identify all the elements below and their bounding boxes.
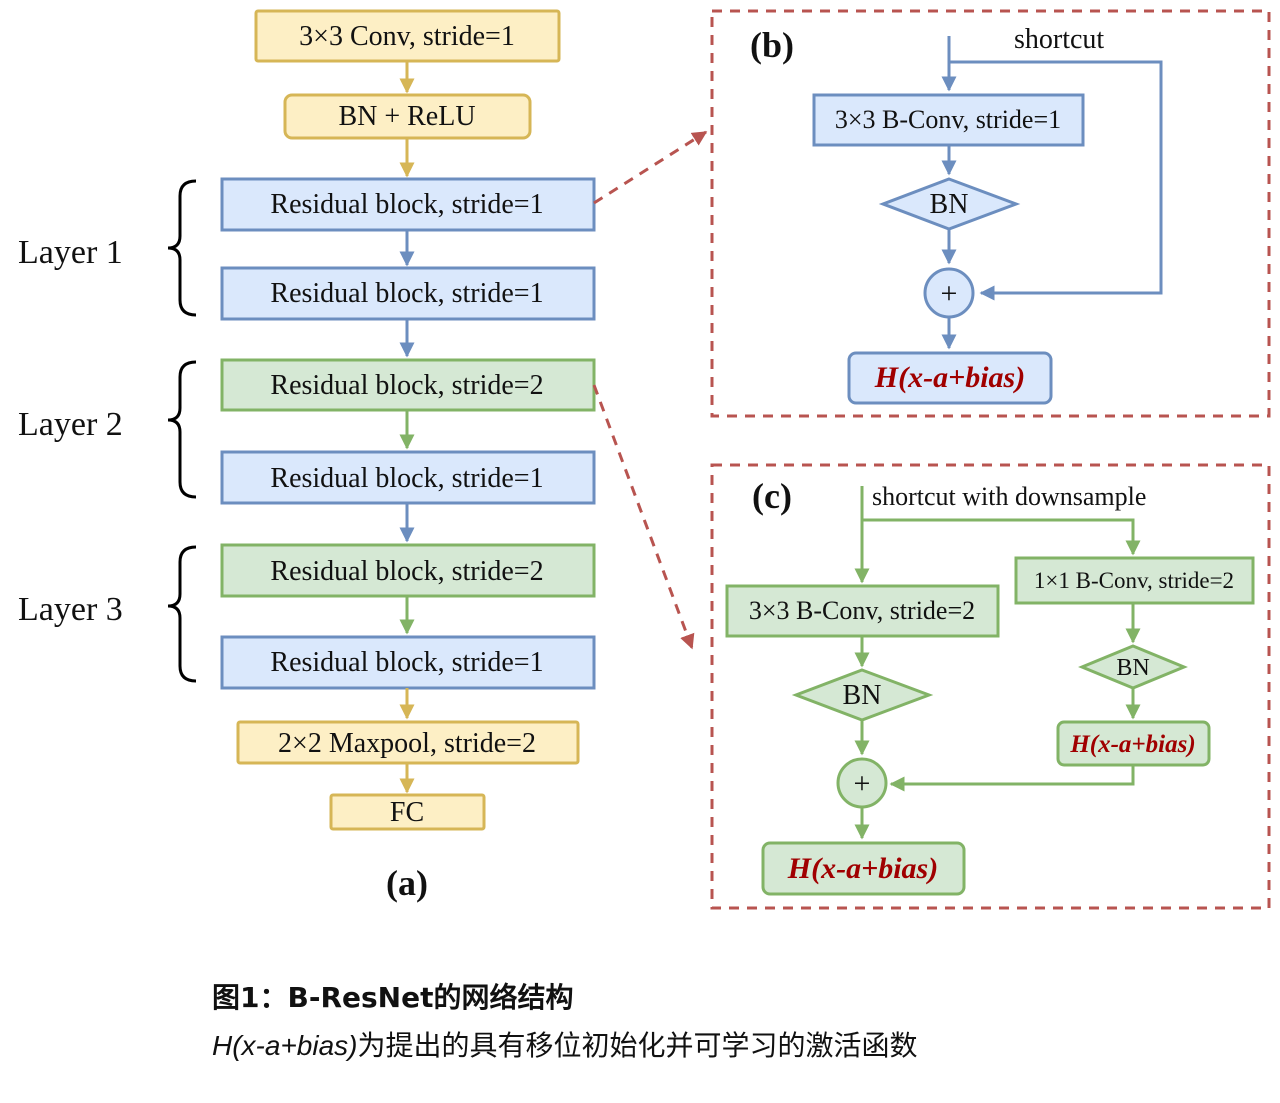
conv-block-label: 3×3 Conv, stride=1 (299, 21, 515, 52)
panel-c-label: (c) (752, 476, 792, 516)
shortcut-path (862, 518, 1141, 556)
bconv-label: 3×3 B-Conv, stride=1 (835, 105, 1061, 134)
residual-block: Residual block, stride=1 (220, 266, 596, 321)
maxpool-label: 2×2 Maxpool, stride=2 (278, 728, 536, 759)
residual-block: Residual block, stride=1 (220, 450, 596, 505)
add-label: + (941, 277, 958, 310)
figure-caption-description: H(x-a+bias)为提出的具有移位初始化并可学习的激活函数 (212, 1024, 918, 1064)
layer-label: Layer 2 (18, 406, 123, 443)
residual-block: Residual block, stride=1 (220, 635, 596, 690)
main-bconv-block: 3×3 B-Conv, stride=2 (725, 584, 1000, 638)
shortcut-merge-path (889, 765, 1135, 792)
residual-block-label: Residual block, stride=1 (270, 647, 543, 678)
residual-block: Residual block, stride=2 (220, 358, 596, 412)
short-bconv-block: 1×1 B-Conv, stride=2 (1014, 556, 1255, 605)
bn-relu-label: BN + ReLU (338, 101, 475, 132)
short-activation-label: H(x-a+bias) (1069, 731, 1195, 758)
residual-block: Residual block, stride=1 (220, 177, 596, 232)
panel-c: (c) shortcut with downsample 3×3 B-Conv,… (710, 463, 1271, 910)
residual-block-label: Residual block, stride=1 (270, 463, 543, 494)
layer-1: Layer 1 Residual block, stride=1 Residua… (18, 177, 596, 321)
bn-node: BN (878, 177, 1021, 231)
add-label: + (854, 767, 871, 800)
panel-b-frame (710, 9, 1271, 418)
add-node: + (836, 757, 888, 809)
layer-label: Layer 1 (18, 234, 123, 271)
panel-c-frame (710, 463, 1271, 910)
panel-a: 3×3 Conv, stride=1 BN + ReLU Layer 1 Res… (18, 9, 596, 903)
caption-formula: H(x-a+bias) (212, 1030, 358, 1061)
layer-3: Layer 3 Residual block, stride=2 Residua… (18, 543, 596, 690)
callout-arrow-c (592, 384, 695, 650)
brace (167, 360, 197, 499)
brace (167, 545, 197, 683)
activation-label: H(x-a+bias) (874, 361, 1025, 394)
short-bn-node: BN (1078, 644, 1188, 690)
main-activation-block: H(x-a+bias) (761, 841, 966, 896)
activation-block: H(x-a+bias) (847, 351, 1053, 405)
figure-caption-title: 图1：B-ResNet的网络结构 (212, 981, 574, 1014)
shortcut-label: shortcut with downsample (872, 482, 1146, 511)
panel-b: (b) shortcut 3×3 B-Conv, stride=1 BN + H… (710, 9, 1271, 418)
main-bn-label: BN (843, 680, 882, 711)
main-bconv-label: 3×3 B-Conv, stride=2 (749, 596, 975, 625)
bn-label: BN (930, 189, 969, 220)
main-bn-node: BN (791, 668, 934, 722)
residual-block-label: Residual block, stride=2 (270, 370, 543, 401)
short-activation-block: H(x-a+bias) (1056, 720, 1211, 767)
callout-arrow-b (593, 130, 708, 205)
short-bn-label: BN (1116, 655, 1149, 681)
residual-block: Residual block, stride=2 (220, 543, 596, 598)
shortcut-path (949, 60, 1163, 301)
panel-a-label: (a) (386, 863, 428, 903)
residual-block-label: Residual block, stride=1 (270, 278, 543, 309)
fc-label: FC (390, 797, 424, 828)
layer-label: Layer 3 (18, 591, 123, 628)
caption-text: 为提出的具有移位初始化并可学习的激活函数 (357, 1029, 918, 1062)
layer-2: Layer 2 Residual block, stride=2 Residua… (18, 358, 596, 505)
add-node: + (923, 267, 975, 319)
residual-block-label: Residual block, stride=1 (270, 189, 543, 220)
shortcut-label: shortcut (1014, 24, 1104, 55)
main-activation-label: H(x-a+bias) (787, 852, 938, 885)
panel-b-label: (b) (750, 25, 794, 65)
short-bconv-label: 1×1 B-Conv, stride=2 (1034, 568, 1234, 593)
bconv-block: 3×3 B-Conv, stride=1 (812, 93, 1085, 147)
conv-block: 3×3 Conv, stride=1 (254, 9, 561, 63)
residual-block-label: Residual block, stride=2 (270, 556, 543, 587)
brace (167, 179, 197, 317)
bn-relu-block: BN + ReLU (283, 93, 532, 140)
maxpool-block: 2×2 Maxpool, stride=2 (236, 720, 580, 765)
fc-block: FC (329, 793, 486, 831)
